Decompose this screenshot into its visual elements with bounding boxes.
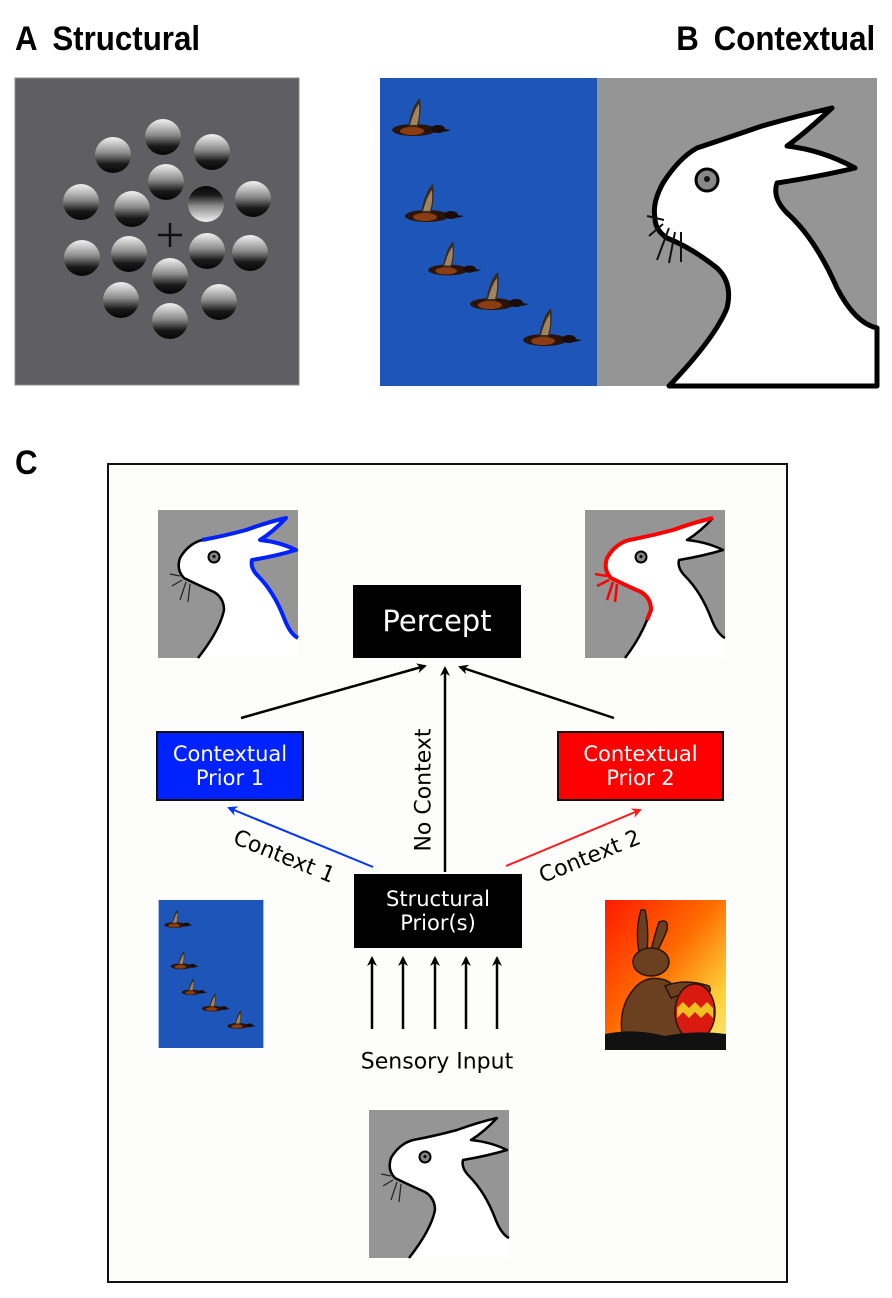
easter-egg [674,983,716,1041]
grass [605,1031,726,1050]
rabbit-image [597,78,880,389]
disc [95,137,131,173]
panel-b-letter: B [676,20,699,58]
panel-c-letter: C [15,444,38,482]
rabbit-whiskers [380,1173,402,1203]
rabbit-outline [388,1116,510,1259]
arrow-prior1-to-percept [240,663,427,720]
rabbit-blue-context-image [157,509,300,659]
rabbit-outline-black-lower [623,619,649,659]
rabbit-whiskers [169,573,191,603]
rabbit-outline-black [677,517,726,640]
percept-box: Percept [353,585,521,658]
panel-a-title-text: Structural [52,20,201,58]
contextual-prior-2-line2: Prior 2 [606,766,675,790]
easter-bunny-image [605,900,726,1050]
contextual-prior-1-box: Contextual Prior 1 [156,731,304,801]
rabbit-outline-black [177,538,226,659]
contextual-prior-1-line1: Contextual [172,741,288,766]
contextual-prior-2-line1: Contextual [583,741,698,766]
contextual-prior-1-line2: Prior 1 [195,766,265,790]
panel-b-title-text: Contextual [713,20,875,58]
panel-a-letter: A [15,20,38,58]
structural-prior-box: Structural Prior(s) [354,874,522,948]
disc [103,282,139,318]
contextual-prior-2-box: Contextual Prior 2 [557,731,724,801]
sensory-input-arrows [367,956,502,1029]
disc [232,235,268,271]
rabbit-outline-blue [201,516,300,640]
disc [235,181,271,217]
shaded-discs-image [14,77,300,386]
disc [114,191,150,227]
arrow-context-2 [505,808,642,867]
no-context-label: No Context [411,728,437,852]
structural-prior-line1: Structural [386,886,490,911]
disc-odd-one-out [188,186,224,222]
disc [201,284,237,320]
rabbit-no-context-image [368,1109,510,1259]
disc [145,119,181,155]
arrow-prior2-to-percept [458,664,615,720]
arrow-context-1 [227,806,374,868]
rabbit-red-context-image [584,509,726,659]
panel-b-title: B Contextual [676,20,875,59]
panel-a-title: A Structural [15,20,200,59]
rabbit-whiskers [646,215,682,264]
rabbit-whiskers-red [594,572,619,603]
disc-group [63,119,271,339]
disc [64,240,100,276]
percept-label: Percept [382,603,492,638]
disc [194,134,230,170]
ducks-image [380,78,598,386]
fixation-cross-icon [158,223,182,247]
rabbit-outline-red [603,516,714,621]
disc [111,236,147,272]
disc [63,184,99,220]
disc [152,303,188,339]
ducks-context-image [158,900,264,1048]
rabbit-pupil [704,176,710,182]
structural-prior-line2: Prior(s) [400,911,476,935]
disc [152,258,188,294]
disc [148,164,184,200]
sensory-input-label: Sensory Input [360,1049,514,1075]
disc [189,233,225,269]
